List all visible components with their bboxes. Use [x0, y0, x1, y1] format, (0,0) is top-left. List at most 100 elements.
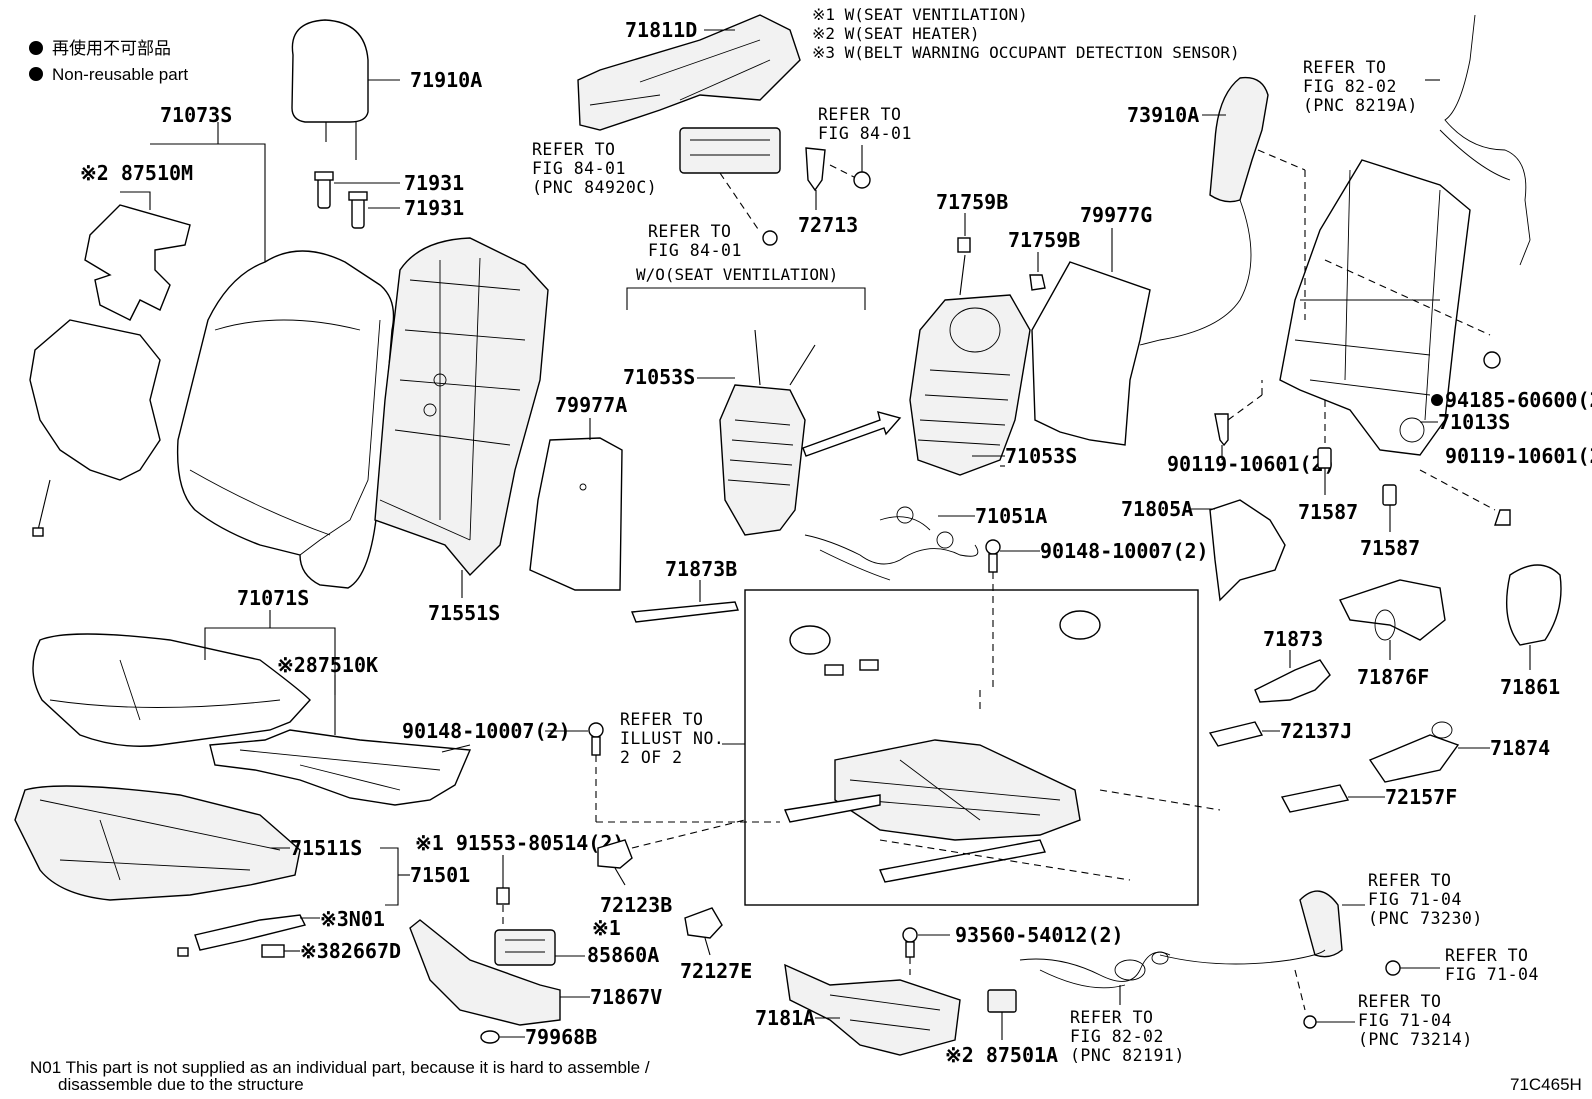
- label-71051A: 71051A: [975, 504, 1047, 528]
- label-7181A: 7181A: [755, 1006, 815, 1030]
- label-71013S: 71013S: [1438, 410, 1510, 434]
- ref-82-02-pnc-82191: REFER TO FIG 82-02 (PNC 82191): [1070, 1008, 1184, 1065]
- ref-line: 2 OF 2: [620, 748, 683, 767]
- label-79977G: 79977G: [1080, 203, 1152, 227]
- ref-line: (PNC 73214): [1358, 1030, 1473, 1049]
- ref-line: FIG 71-04: [1445, 965, 1539, 984]
- cushion-pad: 71511S 71501: [14, 785, 470, 906]
- label-71910A: 71910A: [410, 68, 482, 92]
- label-72137J: 72137J: [1280, 719, 1352, 743]
- ref-illust-2-of-2: REFER TO ILLUST NO. 2 OF 2: [620, 710, 745, 767]
- ref-82-02-pnc-8219A: REFER TO FIG 82-02 (PNC 8219A): [1303, 58, 1418, 115]
- footnote-line-1: N01 This part is not supplied as an indi…: [30, 1058, 650, 1077]
- cushion-harness: REFER TO FIG 82-02 (PNC 82191): [1019, 951, 1184, 1065]
- label-79968B: 79968B: [525, 1025, 597, 1049]
- label-71805A: 71805A: [1121, 497, 1193, 521]
- ref-line: FIG 82-02: [1070, 1027, 1164, 1046]
- cover-72127E: 72127E: [680, 907, 752, 983]
- ref-line: ILLUST NO.: [620, 729, 724, 748]
- label-90148-10007-b: 90148-10007(2): [402, 719, 571, 743]
- seatback-heater: ※2 87510M: [29, 161, 193, 537]
- seatback-pad: 71551S: [374, 237, 549, 625]
- headrest-supports: 71931 71931: [314, 171, 464, 229]
- ref-line: REFER TO: [1070, 1008, 1153, 1027]
- label-72713: 72713: [798, 213, 858, 237]
- cover-71861: 71861: [1500, 564, 1562, 699]
- ref-71-04-b: REFER TO FIG 71-04: [1445, 946, 1539, 984]
- seat-track-box: [744, 589, 1221, 906]
- harness-71874: 71874: [1368, 721, 1550, 783]
- bracket-72713: 72713 REFER TO FIG 84-01: [798, 105, 911, 237]
- part-71805A: 71805A: [1121, 497, 1286, 602]
- ref-71-04-pnc-73230: REFER TO FIG 71-04 (PNC 73230): [1368, 871, 1482, 928]
- label-94185-60600: 94185-60600(2): [1445, 388, 1592, 412]
- label-71811D: 71811D: [625, 18, 697, 42]
- label-72123B: 72123B: [600, 893, 672, 917]
- ref-line: FIG 84-01: [532, 159, 626, 178]
- label-71511S: 71511S: [290, 836, 362, 860]
- footnote: N01 This part is not supplied as an indi…: [30, 1058, 650, 1094]
- label-87501A: ※2 87501A: [945, 1043, 1058, 1067]
- pad-79977G: 79977G: [1031, 203, 1152, 446]
- ref-line: REFER TO: [620, 710, 703, 729]
- non-reusable-dot-icon: [1431, 394, 1443, 406]
- label-90119-10601-a: 90119-10601(2): [1167, 452, 1336, 476]
- cover-72137J: 72137J: [1208, 719, 1352, 747]
- label-72127E: 72127E: [680, 959, 752, 983]
- ref-line: (PNC 8219A): [1303, 96, 1418, 115]
- label-93560-54012: 93560-54012(2): [955, 923, 1124, 947]
- headrest: 71910A: [291, 19, 482, 160]
- heater-relay: ※2 87501A: [945, 989, 1058, 1067]
- seat-ecu: REFER TO FIG 84-01 (PNC 84920C) REFER TO…: [532, 127, 781, 260]
- ref-84-01-pnc-84920C: REFER TO FIG 84-01 (PNC 84920C): [532, 140, 657, 197]
- side-airbag: 73910A: [1127, 76, 1306, 346]
- label-71759B-a: 71759B: [936, 190, 1008, 214]
- ref-line: REFER TO: [1368, 871, 1451, 890]
- cover-72157F: 72157F: [1280, 784, 1457, 813]
- seatbelt-buckle: REFER TO FIG 71-04 (PNC 73230) REFER TO …: [1151, 871, 1539, 1049]
- ref-line: FIG 71-04: [1358, 1011, 1452, 1030]
- label-71861: 71861: [1500, 675, 1560, 699]
- label-71931-a: 71931: [404, 171, 464, 195]
- condition-3: ※3 W(BELT WARNING OCCUPANT DETECTION SEN…: [812, 43, 1240, 62]
- legend-item-japanese: 再使用不可部品: [52, 38, 171, 58]
- cover-72123B: 72123B: [597, 819, 746, 917]
- label-71874: 71874: [1490, 736, 1550, 760]
- ref-line: REFER TO: [1358, 992, 1441, 1011]
- ref-line: FIG 84-01: [648, 241, 742, 260]
- occupant-sensor: ※3N01 ※382667D: [177, 907, 401, 963]
- label-87510K: ※287510K: [277, 653, 378, 677]
- label-87510M: ※2 87510M: [80, 161, 193, 185]
- wo-ventilation-label: W/O(SEAT VENTILATION): [636, 265, 838, 284]
- pad-79977A: 79977A: [529, 393, 627, 591]
- cushion-heater: ※287510K: [209, 653, 472, 806]
- condition-1: ※1 W(SEAT VENTILATION): [812, 5, 1028, 24]
- ref-84-01-c: REFER TO FIG 84-01: [818, 105, 911, 143]
- conditions: ※1 W(SEAT VENTILATION) ※2 W(SEAT HEATER)…: [812, 5, 1240, 62]
- footnote-line-2: disassemble due to the structure: [58, 1075, 304, 1094]
- label-71073S: 71073S: [160, 103, 232, 127]
- ventilation-duct-top: 71811D: [577, 14, 801, 131]
- label-71759B-b: 71759B: [1008, 228, 1080, 252]
- condition-2: ※2 W(SEAT HEATER): [812, 24, 980, 43]
- label-71587-b: 71587: [1360, 536, 1420, 560]
- label-71587-a: 71587: [1298, 500, 1358, 524]
- clip-79968B: 79968B: [480, 1025, 597, 1049]
- label-N01: ※3N01: [320, 907, 385, 931]
- ref-line: REFER TO: [1303, 58, 1386, 77]
- label-71053S-a: 71053S: [623, 365, 695, 389]
- label-72157F: 72157F: [1385, 785, 1457, 809]
- without-ventilation-group: W/O(SEAT VENTILATION) 71053S: [623, 265, 902, 536]
- lower-bracket: 93560-54012(2) 7181A: [755, 923, 1124, 1056]
- ref-84-01-b: REFER TO FIG 84-01: [648, 222, 742, 260]
- label-71071S: 71071S: [237, 586, 309, 610]
- label-85860A-condition: ※1: [592, 916, 621, 940]
- harness-71051A: 71051A: [804, 504, 1047, 581]
- label-71876F: 71876F: [1357, 665, 1429, 689]
- label-71551S: 71551S: [428, 601, 500, 625]
- ref-line: REFER TO: [648, 222, 731, 241]
- part-71873B: 71873B: [631, 557, 739, 623]
- bolts-90119: 90119-10601(2) 90119-10601(2): [1167, 380, 1592, 526]
- seatback-fan: 71759B 71759B 71053S: [909, 190, 1080, 476]
- ventilation-fan: ※1 91553-80514(2) ※1 85860A: [415, 831, 659, 967]
